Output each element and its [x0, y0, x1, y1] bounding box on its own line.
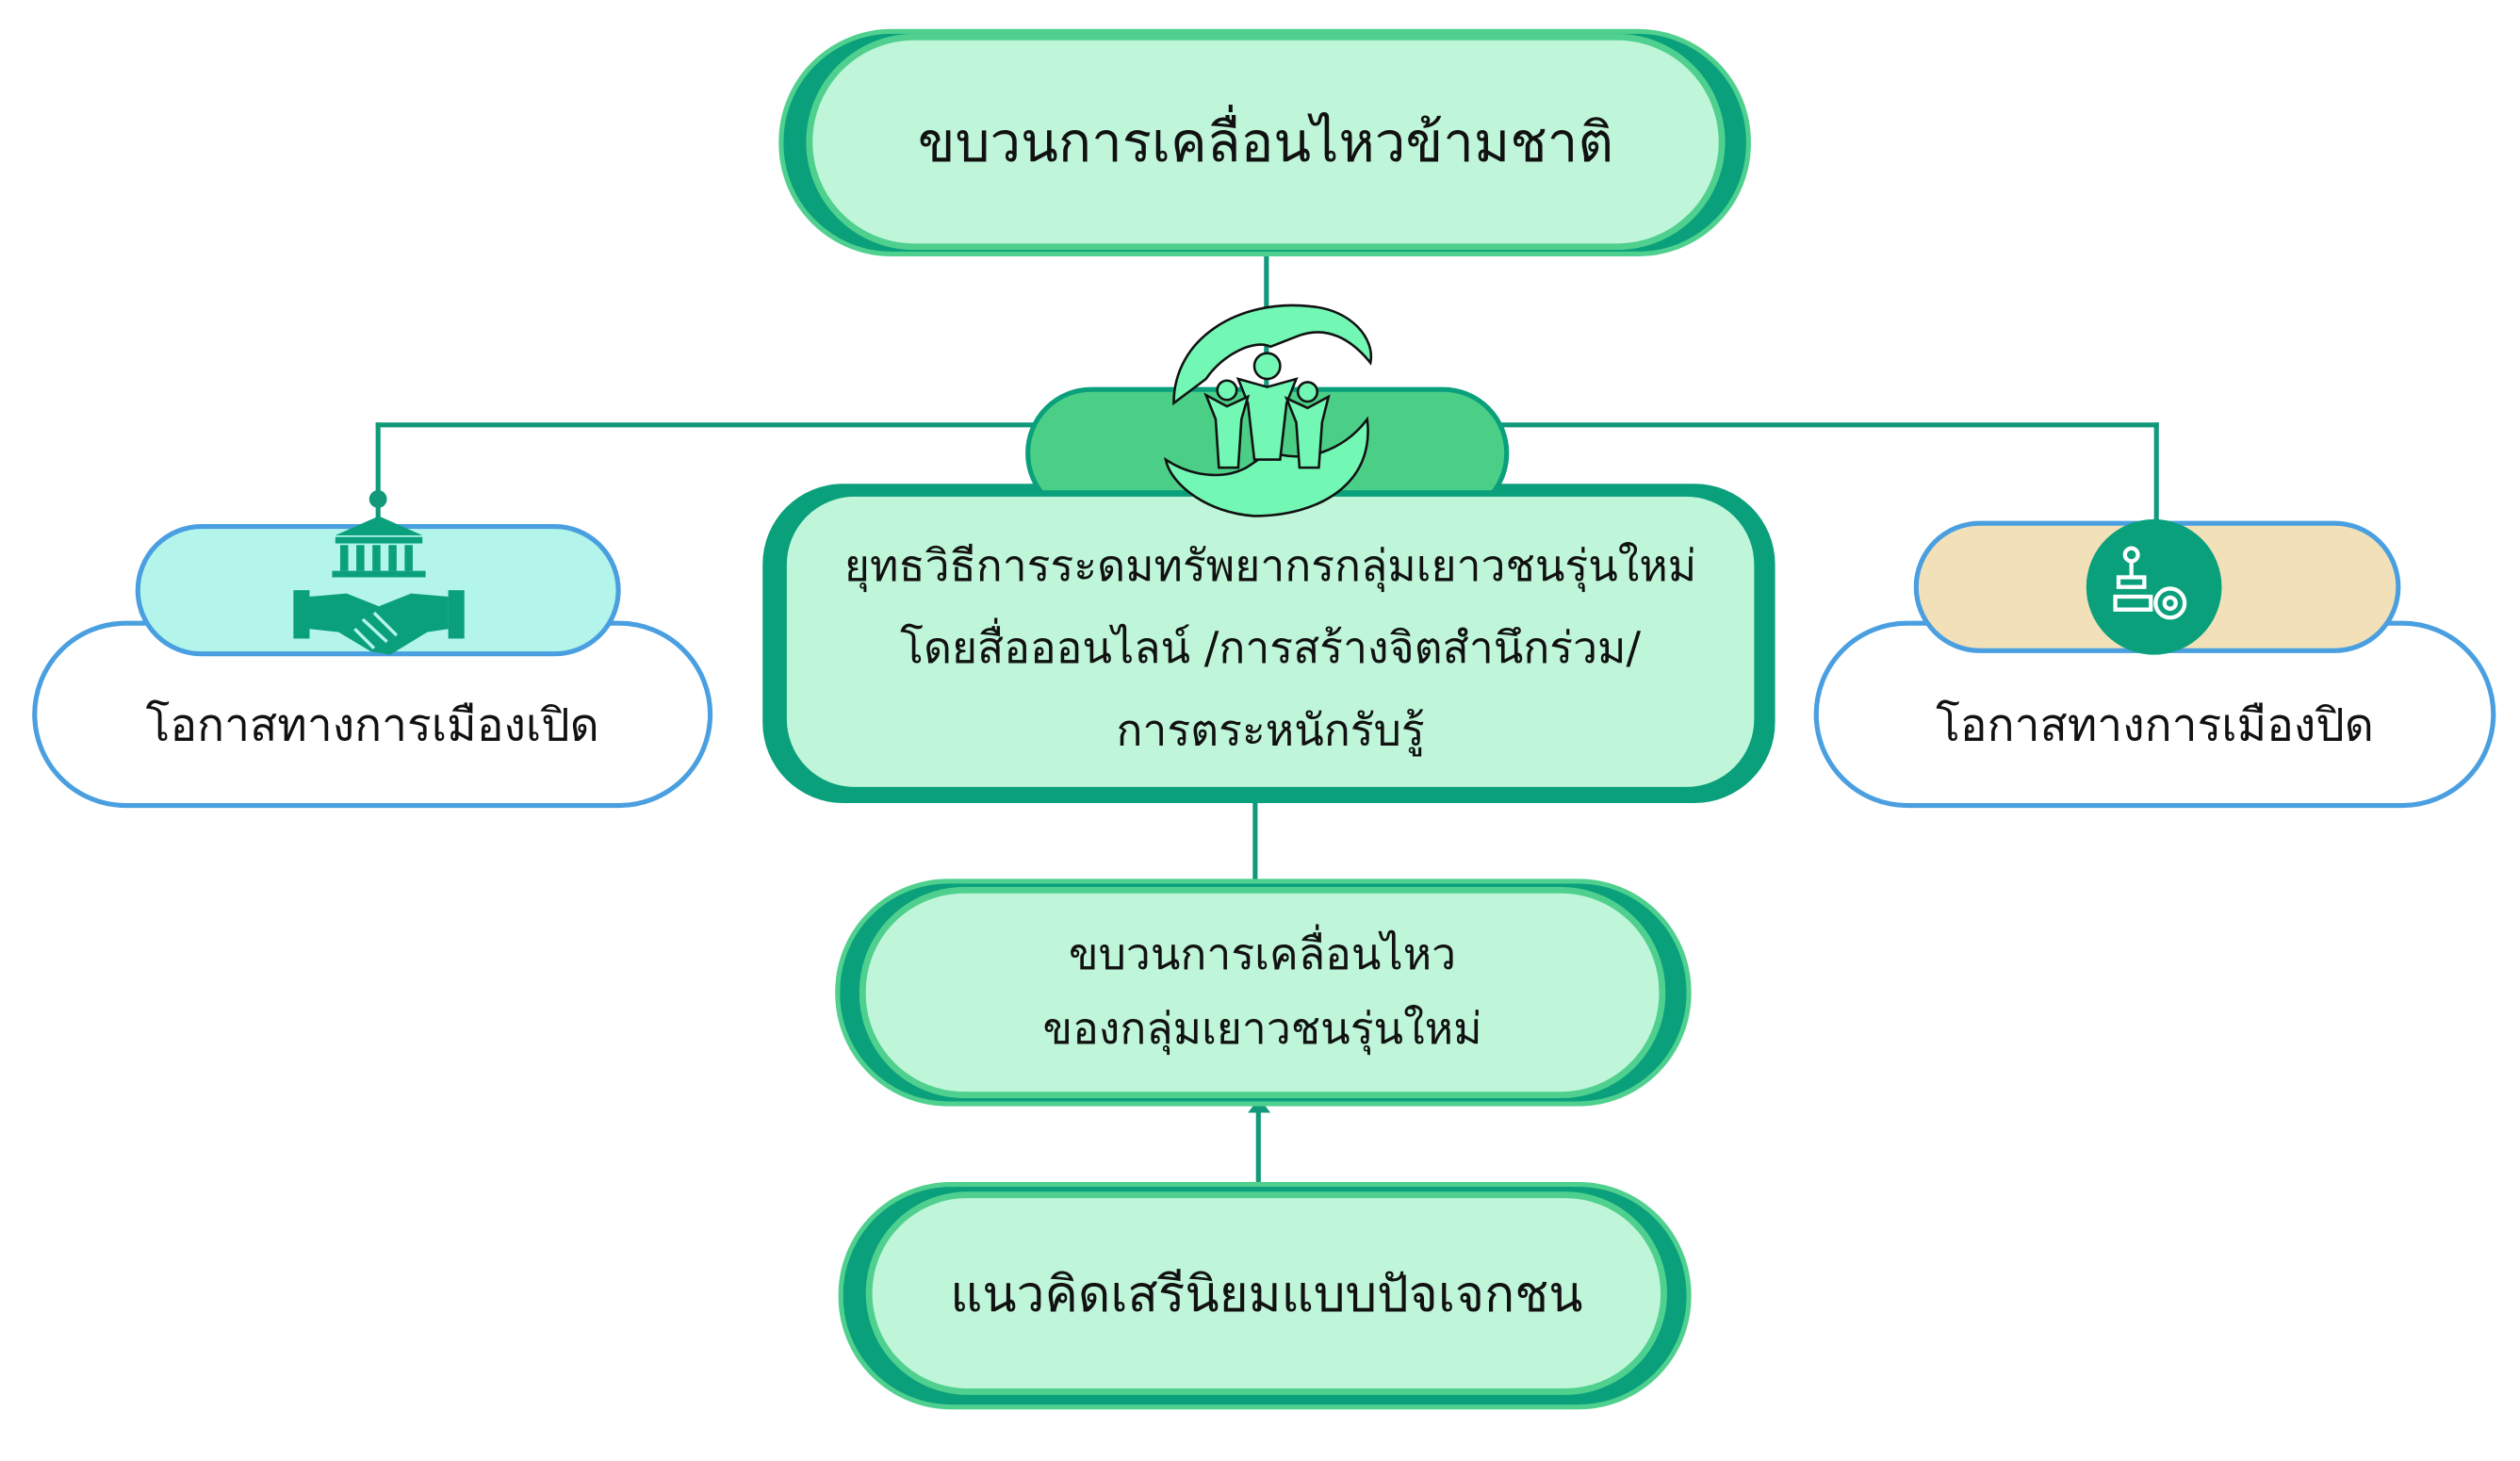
bottom-node: แนวคิดเสรีนิยมแบบปัจเจกชน — [865, 1191, 1667, 1395]
hands-protecting-family-icon — [1157, 290, 1383, 524]
connector-right — [2153, 422, 2159, 523]
strategy-line-2: โดยสื่อออนไลน์ /การสร้างจิตสำนึกร่วม/ — [900, 623, 1642, 674]
movement-node: ขบวนการเคลื่อนไหว ของกลุ่มเยาวชนรุ่นใหม่ — [859, 886, 1666, 1099]
right-node-label: โอกาสทางการเมืองปิด — [1936, 698, 2374, 752]
stamp-gear-icon — [2086, 518, 2222, 655]
handshake-government-icon — [290, 513, 467, 661]
connector-middle — [1252, 797, 1258, 886]
left-node-text: โอกาสทางการเมืองเปิด — [32, 669, 712, 782]
movement-line-1: ขบวนการเคลื่อนไหว — [1069, 929, 1457, 980]
connector-bottom-arrow — [1255, 1109, 1261, 1188]
connector-left-dot — [368, 490, 387, 508]
strategy-line-3: การตระหนักรับรู้ — [1116, 705, 1425, 756]
top-node: ขบวนการเคลื่อนไหวข้ามชาติ — [806, 33, 1726, 251]
bottom-node-label: แนวคิดเสรีนิยมแบบปัจเจกชน — [950, 1265, 1583, 1324]
top-node-label: ขบวนการเคลื่อนไหวข้ามชาติ — [917, 111, 1614, 176]
connector-left — [375, 422, 381, 519]
movement-line-2: ของกลุ่มเยาวชนรุ่นใหม่ — [1042, 1003, 1482, 1055]
right-node-text: โอกาสทางการเมืองปิด — [1814, 669, 2496, 782]
strategy-node: ยุทธวิธีการระดมทรัพยากรกลุ่มเยาวชนรุ่นให… — [780, 490, 1761, 794]
strategy-line-1: ยุทธวิธีการระดมทรัพยากรกลุ่มเยาวชนรุ่นให… — [843, 540, 1697, 592]
left-node-label: โอกาสทางการเมืองเปิด — [145, 698, 599, 752]
